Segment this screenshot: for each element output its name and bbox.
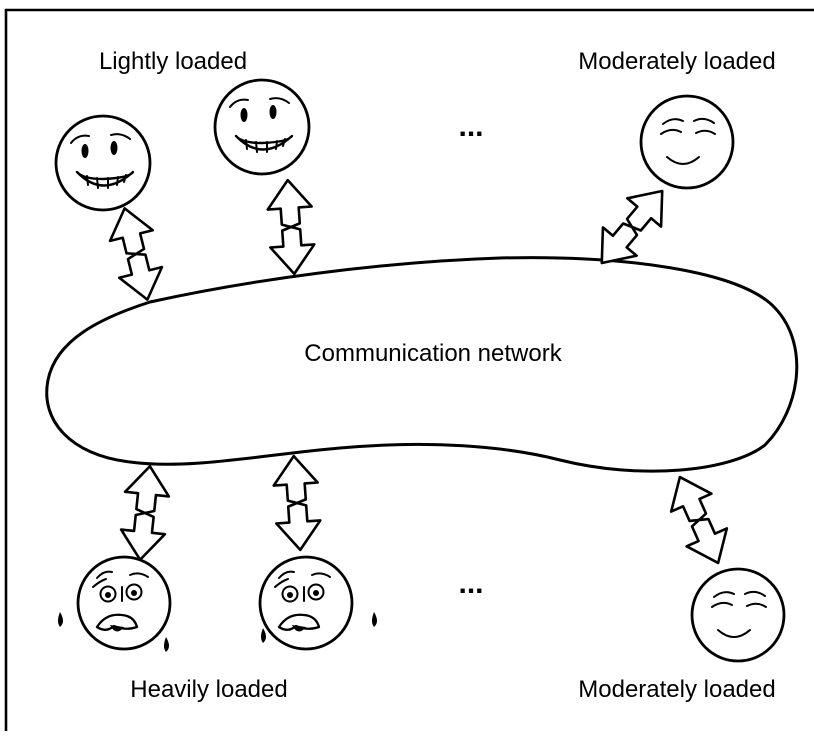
bidirectional-arrow-2 xyxy=(264,177,318,277)
bidirectional-arrow-1 xyxy=(101,201,171,307)
ellipsis-bottom: ... xyxy=(458,567,483,600)
moderately-loaded-node-top-icon xyxy=(639,94,735,190)
network-label: Communication network xyxy=(304,340,562,367)
lightly-loaded-node-1-icon xyxy=(54,114,152,212)
label-lightly-loaded: Lightly loaded xyxy=(99,48,247,75)
label-heavily-loaded: Heavily loaded xyxy=(130,676,287,703)
heavily-loaded-node-1-icon xyxy=(76,555,172,651)
heavily-loaded-node-2-icon xyxy=(258,555,354,651)
bidirectional-arrow-6 xyxy=(658,466,740,574)
communication-network-cloud xyxy=(45,256,799,473)
bidirectional-arrow-5 xyxy=(270,453,324,553)
moderately-loaded-node-bottom-icon xyxy=(690,567,786,663)
sweat-drop-icon xyxy=(261,628,266,643)
label-moderately-loaded-bottom: Moderately loaded xyxy=(578,676,775,703)
ellipsis-top: ... xyxy=(458,110,483,143)
sweat-drop-icon xyxy=(372,612,377,627)
label-moderately-loaded-top: Moderately loaded xyxy=(578,48,775,75)
sweat-drop-icon xyxy=(164,637,169,652)
bidirectional-arrow-4 xyxy=(116,462,174,564)
sweat-drop-icon xyxy=(58,612,63,627)
lightly-loaded-node-2-icon xyxy=(213,78,311,176)
